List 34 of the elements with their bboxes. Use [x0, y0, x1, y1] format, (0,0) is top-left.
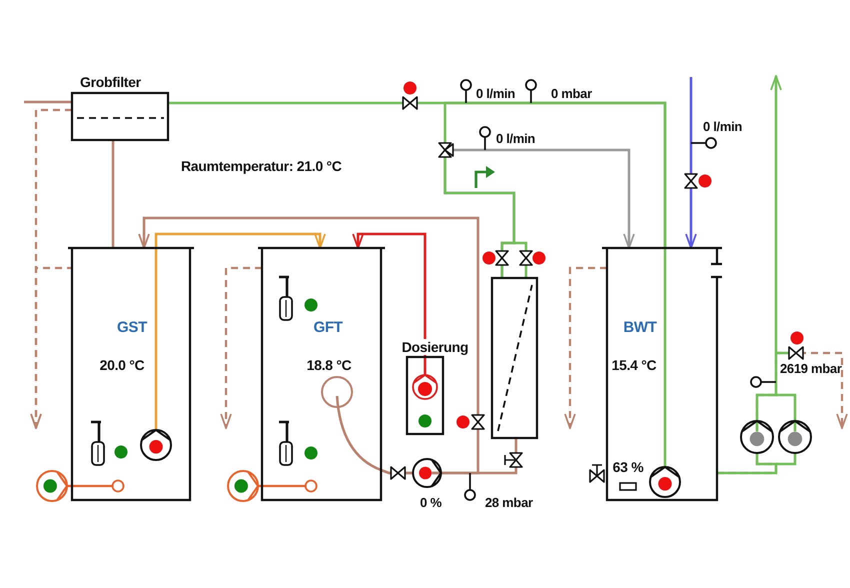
tank-label: GST [117, 320, 147, 336]
tank [68, 246, 194, 502]
filter-column [491, 277, 538, 439]
flow-arrow [30, 266, 72, 429]
flow-arrow [220, 266, 262, 429]
pressure-reading: 2619 mbar [780, 361, 842, 376]
tank [258, 246, 385, 502]
flow-arrow [564, 266, 607, 429]
pipe-line [112, 140, 114, 248]
flow-reading: 0 l/min [496, 131, 536, 146]
flow-arrow [154, 232, 326, 249]
pipe-line [380, 439, 518, 474]
tank-label: GFT [313, 320, 343, 336]
flow-arrow [717, 75, 782, 474]
pipe-line [24, 100, 72, 104]
tank-label: BWT [623, 320, 657, 336]
pressure-reading: 28 mbar [485, 495, 533, 510]
room-temperature: Raumtemperatur: 21.0 °C [181, 159, 342, 174]
tank [602, 246, 722, 502]
temperature-reading: 15.4 °C [612, 357, 656, 373]
coarse-filter-box [70, 74, 170, 141]
flow-arrow [685, 77, 697, 249]
pump-speed-reading: 0 % [420, 495, 442, 510]
flow-reading: 0 l/min [476, 86, 516, 101]
pipe-line [444, 102, 666, 277]
flow-arrow [138, 216, 480, 474]
temperature-reading: 20.0 °C [100, 357, 144, 373]
filter-label: Grobfilter [80, 74, 141, 90]
unit-label: Dosierung [400, 339, 470, 355]
flow-arrow [352, 232, 426, 357]
pressure-reading: 0 mbar [551, 86, 592, 101]
temperature-reading: 18.8 °C [306, 357, 352, 373]
level-reading: 63 % [612, 459, 644, 475]
flow-reading: 0 l/min [703, 119, 742, 134]
